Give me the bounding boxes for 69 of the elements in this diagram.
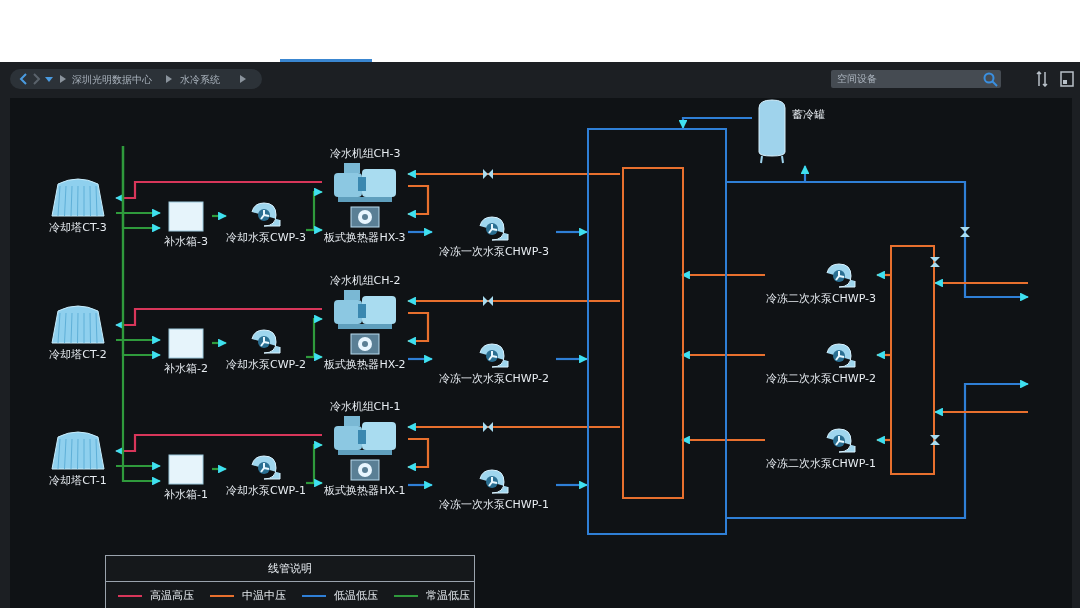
pipe-line — [408, 354, 433, 364]
equipment-label: 冷却水泵CWP-2 — [226, 358, 306, 371]
pipe-line — [116, 335, 161, 345]
pipe-line — [407, 296, 620, 306]
pipe-line — [212, 338, 227, 348]
equipment-label: 冷冻二次水泵CHWP-2 — [765, 372, 877, 385]
pipe-line — [212, 211, 227, 221]
equipment-label: 冷水机组CH-1 — [329, 400, 401, 413]
equipment-label: 补水箱-1 — [163, 488, 209, 501]
pipe-line — [876, 270, 890, 280]
equipment-label: 冷冻一次水泵CHWP-2 — [437, 372, 551, 385]
pipe-line — [727, 180, 1029, 302]
equipment-label: 冷却塔CT-1 — [48, 474, 108, 487]
equipment-label: 冷冻二次水泵CHWP-1 — [765, 457, 877, 470]
pipe-line — [407, 169, 620, 179]
pipe-line — [556, 354, 588, 364]
pipe-line — [556, 227, 588, 237]
legend-title: 线管说明 — [267, 562, 313, 575]
equipment-label: 蓄冷罐 — [792, 108, 825, 121]
pipe-line — [556, 480, 588, 490]
equipment-label: 冷冻一次水泵CHWP-3 — [437, 245, 551, 258]
pipe-line — [121, 146, 161, 486]
pipe-line — [934, 407, 1028, 417]
pipe-line — [306, 352, 323, 362]
equipment-label: 冷冻二次水泵CHWP-3 — [765, 292, 877, 305]
legend-label: 低温低压 — [334, 589, 378, 602]
legend-label: 高温高压 — [150, 589, 194, 602]
equipment-label: 冷却水泵CWP-1 — [226, 484, 306, 497]
pipe-line — [681, 350, 765, 360]
pipe-line — [407, 311, 430, 346]
equipment-label: 板式换热器HX-1 — [323, 484, 407, 497]
equipment-label: 板式换热器HX-2 — [323, 358, 407, 371]
equipment-label: 冷水机组CH-2 — [329, 274, 401, 287]
pipe-header — [587, 128, 727, 535]
pipe-line — [876, 435, 890, 445]
pipe-line — [115, 433, 322, 456]
breadcrumb-link: 水冷系统 — [180, 73, 220, 87]
pipe-line — [681, 270, 765, 280]
equipment-label: 冷却水泵CWP-3 — [226, 231, 306, 244]
breadcrumb-link: 深圳光明数据中心 — [72, 73, 152, 87]
pipe-header — [622, 167, 684, 499]
pipe-line — [408, 227, 433, 237]
pipe-line — [306, 225, 323, 235]
pipe-line — [116, 208, 161, 218]
equipment-label: 冷却塔CT-2 — [48, 348, 108, 361]
pipe-line — [115, 307, 322, 330]
pipe-line — [407, 437, 430, 472]
equipment-label: 冷却塔CT-3 — [48, 221, 108, 234]
pipe-line — [681, 435, 765, 445]
legend-label: 常温低压 — [426, 589, 470, 602]
pipe-line — [407, 422, 620, 432]
equipment-label: 冷冻一次水泵CHWP-1 — [437, 498, 551, 511]
equipment-label: 冷水机组CH-3 — [329, 147, 401, 160]
pipe-line — [876, 350, 890, 360]
pipe-line — [727, 379, 1029, 520]
pipe-line — [408, 480, 433, 490]
pipe-line — [678, 116, 752, 129]
pipe-line — [306, 478, 323, 488]
pipe-line — [115, 180, 322, 203]
pipe-line — [407, 184, 430, 219]
equipment-label: 板式换热器HX-3 — [323, 231, 407, 244]
equipment-label: 补水箱-3 — [163, 235, 209, 248]
pipe-header — [890, 245, 935, 475]
pipe-line — [116, 461, 161, 471]
legend-label: 中温中压 — [242, 589, 286, 602]
search-field: 空间设备 — [831, 70, 1001, 88]
pipe-line — [934, 278, 1028, 288]
equipment-label: 补水箱-2 — [163, 362, 209, 375]
pipe-line — [212, 464, 227, 474]
